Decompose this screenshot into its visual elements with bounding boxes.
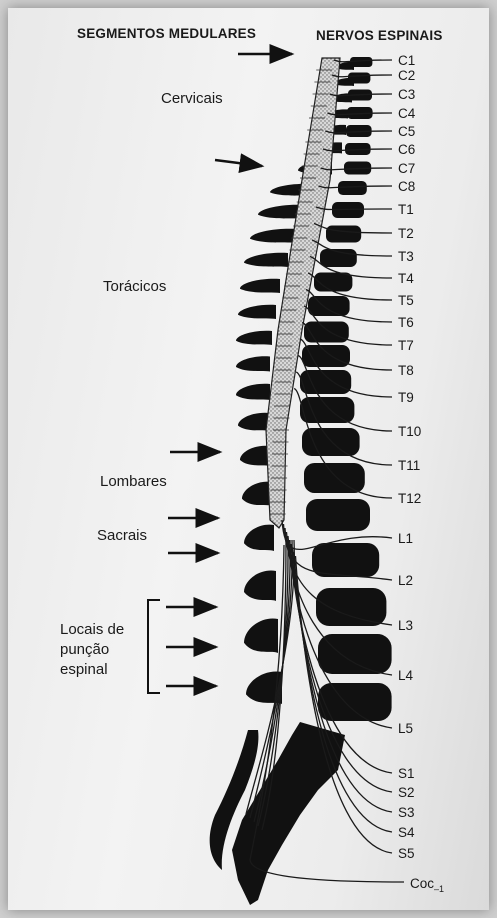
nerve-label-s3: S3 [398, 805, 415, 820]
nerve-label-t8: T8 [398, 363, 414, 378]
nerve-label-c8: C8 [398, 179, 415, 194]
nerve-label-c5: C5 [398, 124, 415, 139]
nerve-label-t3: T3 [398, 249, 414, 264]
vertebral-body [350, 57, 372, 67]
nerve-label-c1: C1 [398, 53, 415, 68]
spinous-process [244, 618, 278, 653]
vertebral-body [348, 73, 370, 84]
spinous-process [238, 413, 270, 431]
spinous-process [240, 279, 280, 293]
header-medullary-segments: SEGMENTOS MEDULARES [77, 26, 256, 41]
vertebral-body [338, 181, 367, 195]
vertebral-body [304, 463, 365, 493]
nerve-label-t5: T5 [398, 293, 414, 308]
nerve-label-t2: T2 [398, 226, 414, 241]
nerve-label-t12: T12 [398, 491, 421, 506]
nerve-label-l5: L5 [398, 721, 413, 736]
nerve-label-t6: T6 [398, 315, 414, 330]
nerve-label-t4: T4 [398, 271, 414, 286]
arrow-cervical [215, 160, 262, 166]
region-label-lumbar: Lombares [100, 473, 167, 490]
spinous-process [250, 229, 296, 243]
nerve-label-l1: L1 [398, 531, 413, 546]
nerve-label-l2: L2 [398, 573, 413, 588]
spinous-process [236, 384, 270, 400]
nerve-label-s2: S2 [398, 785, 415, 800]
vertebral-body [306, 499, 370, 531]
nerve-label-c7: C7 [398, 161, 415, 176]
vertebral-body [316, 588, 386, 626]
vertebral-body [312, 543, 379, 577]
spinous-process [242, 482, 272, 506]
nerve-label-s5: S5 [398, 846, 415, 861]
nerve-label-t9: T9 [398, 390, 414, 405]
spinous-process [236, 356, 270, 371]
puncture-bracket [148, 600, 160, 693]
nerve-label-l3: L3 [398, 618, 413, 633]
nerve-label-t7: T7 [398, 338, 414, 353]
header-spinal-nerves: NERVOS ESPINAIS [316, 28, 443, 43]
nerve-label-t11: T11 [398, 458, 420, 473]
spinous-process [240, 446, 270, 466]
region-label-sacral: Sacrais [97, 527, 147, 544]
region-label-thoracic: Torácicos [103, 278, 166, 295]
spinous-process [244, 525, 274, 551]
nerve-label-c4: C4 [398, 106, 416, 121]
vertebral-body [318, 683, 392, 721]
nerve-label-s4: S4 [398, 825, 415, 840]
spinal-cord-body [266, 58, 340, 528]
nerve-labels: C1C2C3C4C5C6C7C8T1T2T3T4T5T6T7T8T9T10T11… [398, 53, 421, 861]
nerve-label-coccygeal: Coc–1 [410, 876, 444, 894]
nerve-label-t10: T10 [398, 424, 421, 439]
region-label-puncture-sites: Locais de punção espinal [60, 620, 124, 680]
nerve-label-c6: C6 [398, 142, 415, 157]
spinal-cord [266, 58, 340, 528]
spinous-process [244, 571, 276, 601]
nerve-label-l4: L4 [398, 668, 414, 683]
region-label-cervical: Cervicais [161, 90, 223, 107]
nerve-label-t1: T1 [398, 202, 414, 217]
vertebral-body [326, 226, 361, 243]
spinous-process [238, 305, 276, 319]
nerve-label-s1: S1 [398, 766, 415, 781]
spinous-process [244, 253, 288, 267]
vertebral-body [302, 345, 350, 367]
nerve-label-c3: C3 [398, 87, 415, 102]
spinous-process [236, 331, 272, 345]
vertebral-body [302, 428, 360, 456]
nerve-label-c2: C2 [398, 68, 415, 83]
vertebral-body [308, 296, 350, 316]
vertebral-body [318, 634, 392, 674]
